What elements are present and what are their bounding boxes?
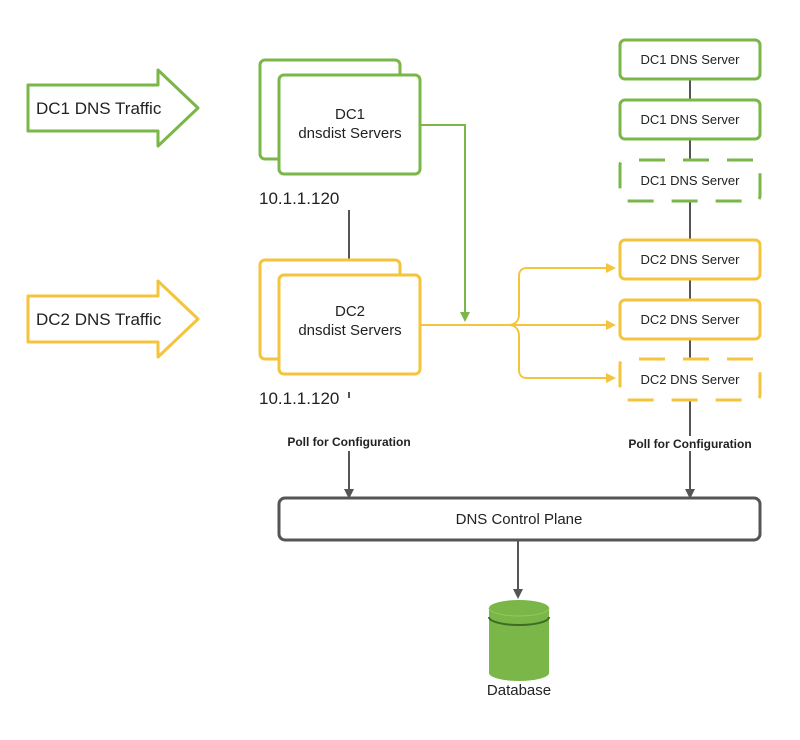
dns-control-plane: DNS Control Plane — [277, 496, 762, 542]
dns-server-label: DC1 DNS Server — [641, 173, 741, 188]
dc1-dns-server: DC1 DNS Server — [618, 38, 762, 81]
poll-label-left: Poll for Configuration — [287, 435, 410, 449]
dc1-route-arrow — [420, 124, 470, 322]
dc1-dnsdist-servers: DC1 dnsdist Servers — [258, 58, 422, 176]
dc2-dnsdist-ip: 10.1.1.120 — [259, 389, 339, 408]
dc1-dnsdist-subtitle: dnsdist Servers — [298, 125, 401, 142]
dc1-dnsdist-ip: 10.1.1.120 — [259, 189, 339, 208]
dns-server-label: DC2 DNS Server — [641, 312, 741, 327]
dc2-dnsdist-title: DC2 — [335, 303, 365, 320]
dc2-dns-server-standby: DC2 DNS Server — [618, 357, 762, 402]
control-plane-label: DNS Control Plane — [456, 511, 583, 528]
dc2-dns-server: DC2 DNS Server — [618, 298, 762, 341]
dns-server-label: DC2 DNS Server — [641, 252, 741, 267]
dc1-traffic-label: DC1 DNS Traffic — [36, 99, 162, 118]
dc2-dnsdist-subtitle: dnsdist Servers — [298, 322, 401, 339]
dc2-traffic-arrow: DC2 DNS Traffic — [26, 279, 200, 359]
dns-server-label: DC2 DNS Server — [641, 372, 741, 387]
dc2-route-lines — [420, 263, 616, 383]
dc1-dns-server-standby: DC1 DNS Server — [618, 158, 762, 203]
dc1-dns-server: DC1 DNS Server — [618, 98, 762, 141]
dc2-dns-server: DC2 DNS Server — [618, 238, 762, 281]
dc1-dnsdist-title: DC1 — [335, 106, 365, 123]
dc2-dnsdist-servers: DC2 dnsdist Servers — [258, 258, 422, 376]
database-label: Database — [487, 682, 551, 699]
dns-server-label: DC1 DNS Server — [641, 52, 741, 67]
dns-server-label: DC1 DNS Server — [641, 112, 741, 127]
poll-label-right: Poll for Configuration — [628, 437, 751, 451]
database-icon — [488, 600, 550, 681]
dc1-traffic-arrow: DC1 DNS Traffic — [26, 68, 200, 148]
dc2-traffic-label: DC2 DNS Traffic — [36, 310, 162, 329]
